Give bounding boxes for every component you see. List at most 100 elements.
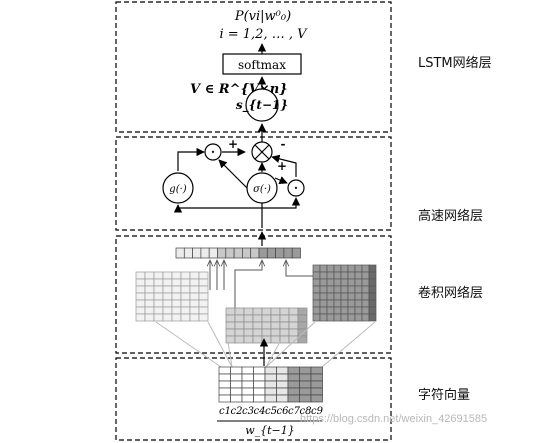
grid-cell	[368, 264, 377, 273]
grid-cell	[319, 292, 328, 301]
grid-cell	[347, 264, 356, 273]
grid-cell	[287, 373, 300, 382]
grid-cell	[261, 307, 272, 316]
grid-cell	[326, 285, 335, 294]
grid-cell	[297, 314, 308, 323]
grid-cell	[361, 306, 370, 315]
grid-cell	[361, 285, 370, 294]
grid-cell	[340, 299, 349, 308]
grid-cell	[162, 306, 173, 315]
grid-cell	[297, 321, 308, 330]
grid-cell	[326, 299, 335, 308]
grid-cell	[198, 271, 209, 280]
grid-cell	[180, 278, 191, 287]
grid-cell	[288, 307, 299, 316]
grid-cell	[234, 307, 245, 316]
grid-cell	[242, 247, 252, 259]
grid-cell	[287, 387, 300, 396]
grid-cell	[312, 299, 321, 308]
feature-vector	[175, 247, 301, 259]
grid-cell	[135, 285, 146, 294]
grid-cell	[368, 278, 377, 287]
grid-cell	[270, 328, 281, 337]
gate-g-label: g(·)	[169, 184, 186, 195]
grid-cell	[333, 271, 342, 280]
grid-cell	[279, 321, 290, 330]
grid-cell	[234, 335, 245, 344]
grid-cell	[354, 306, 363, 315]
state-node	[245, 88, 279, 122]
grid-cell	[180, 299, 191, 308]
grid-cell	[180, 292, 191, 301]
grid-cell	[283, 247, 293, 259]
grid-cell	[153, 271, 164, 280]
grid-cell	[264, 366, 277, 375]
grid-cell	[218, 373, 231, 382]
grid-cell	[189, 285, 200, 294]
grid-cell	[333, 306, 342, 315]
grid-cell	[200, 247, 210, 259]
grid-cell	[208, 247, 218, 259]
grid-cell	[270, 335, 281, 344]
char-label: c6	[277, 406, 290, 417]
grid-cell	[326, 292, 335, 301]
grid-cell	[189, 271, 200, 280]
grid-cell	[354, 313, 363, 322]
grid-cell	[361, 278, 370, 287]
grid-cell	[288, 328, 299, 337]
grid-cell	[319, 271, 328, 280]
grid-cell	[153, 292, 164, 301]
grid-cell	[198, 278, 209, 287]
grid-cell	[279, 314, 290, 323]
projection-lines	[155, 321, 376, 368]
grid-cell	[310, 373, 323, 382]
highway-layer-label: 高速网络层	[418, 209, 484, 224]
highway-layer-box	[115, 136, 392, 231]
grid-cell	[153, 306, 164, 315]
grid-cell	[144, 292, 155, 301]
lstm-layer-box	[115, 1, 392, 133]
grid-cell	[270, 321, 281, 330]
grid-cell	[287, 394, 300, 403]
grid-cell	[250, 247, 260, 259]
grid-cell	[162, 278, 173, 287]
grid-cell	[241, 380, 254, 389]
grid-cell	[340, 278, 349, 287]
grid-cell	[312, 292, 321, 301]
conv-filter-width-3	[225, 307, 308, 344]
grid-cell	[319, 299, 328, 308]
grid-cell	[225, 247, 235, 259]
grid-cell	[171, 278, 182, 287]
grid-cell	[340, 292, 349, 301]
grid-cell	[198, 306, 209, 315]
grid-cell	[243, 314, 254, 323]
softmax-box	[222, 53, 302, 75]
grid-cell	[340, 285, 349, 294]
grid-cell	[340, 264, 349, 273]
grid-cell	[171, 271, 182, 280]
grid-cell	[354, 299, 363, 308]
grid-cell	[135, 292, 146, 301]
grid-cell	[333, 264, 342, 273]
grid-cell	[261, 335, 272, 344]
grid-cell	[135, 278, 146, 287]
grid-cell	[287, 380, 300, 389]
plus-sign-top: +	[228, 137, 238, 151]
grid-cell	[368, 299, 377, 308]
grid-cell	[347, 271, 356, 280]
grid-cell	[299, 380, 312, 389]
grid-cell	[153, 285, 164, 294]
grid-cell	[354, 271, 363, 280]
grid-cell	[279, 328, 290, 337]
grid-cell	[291, 247, 301, 259]
grid-cell	[319, 285, 328, 294]
grid-cell	[288, 314, 299, 323]
grid-cell	[234, 314, 245, 323]
grid-cell	[253, 373, 266, 382]
grid-cell	[275, 247, 285, 259]
char-label: c4	[254, 406, 266, 417]
grid-cell	[261, 321, 272, 330]
grid-cell	[135, 271, 146, 280]
grid-cell	[225, 307, 236, 316]
grid-cell	[310, 380, 323, 389]
